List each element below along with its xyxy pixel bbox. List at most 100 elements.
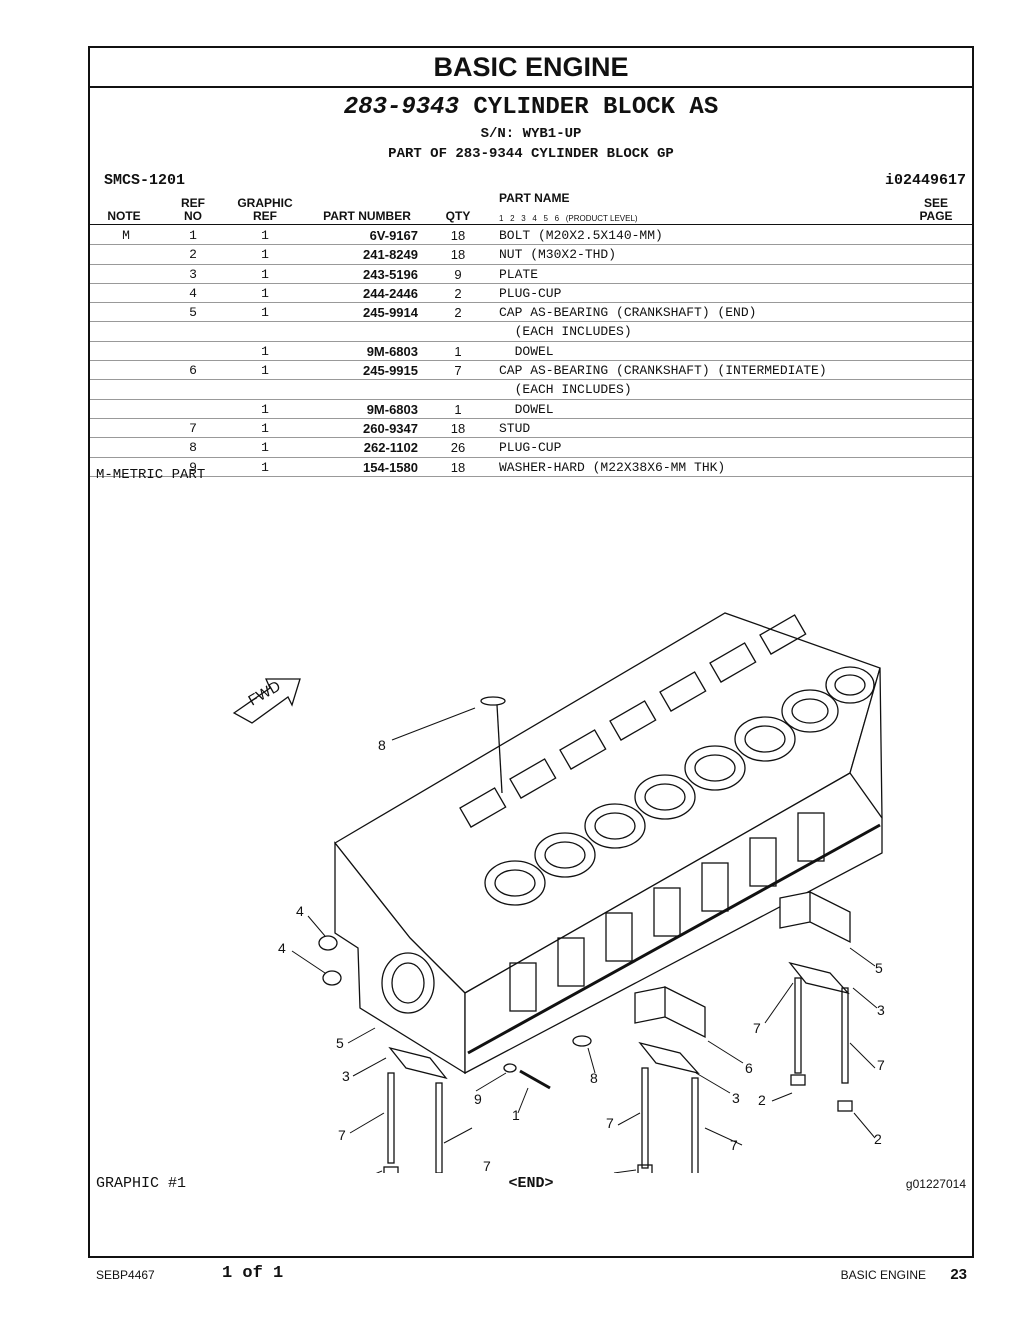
cell-qty: 18 — [450, 420, 466, 436]
cell-pn: 6V-9167 — [369, 228, 418, 243]
cell-gref: 1 — [261, 266, 269, 282]
cell-ref: 8 — [189, 440, 197, 456]
washer-icon — [503, 1063, 517, 1073]
cell-pn: 244-2446 — [363, 285, 418, 301]
assembly-header: 283-9343 CYLINDER BLOCK AS S/N: WYB1-UP … — [90, 88, 972, 223]
cell-name: PLUG-CUP — [499, 440, 562, 456]
cell-pn: 9M-6803 — [366, 401, 418, 417]
assembly-title: 283-9343 CYLINDER BLOCK AS — [90, 94, 972, 121]
cell-gref: 1 — [261, 305, 269, 321]
callout-7: 7 — [483, 1158, 491, 1173]
page-frame: BASIC ENGINE 283-9343 CYLINDER BLOCK AS … — [88, 46, 974, 1258]
cell-gref: 1 — [261, 401, 269, 417]
fwd-arrow-icon: FWD — [232, 678, 301, 724]
cell-qty: 2 — [454, 285, 462, 301]
graphic-id: g01227014 — [905, 1177, 966, 1191]
cell-ref: 3 — [189, 266, 197, 282]
callout-2: 2 — [874, 1131, 882, 1147]
cell-qty: 2 — [454, 305, 462, 321]
cell-pn: 154-1580 — [363, 459, 418, 475]
callout-4: 4 — [278, 940, 286, 956]
footer-doc-number: SEBP4467 — [96, 1268, 155, 1282]
callout-1: 1 — [512, 1107, 520, 1123]
col-qty: QTY — [445, 209, 471, 223]
cell-name: NUT (M30X2-THD) — [499, 247, 617, 263]
cell-qty: 18 — [450, 459, 466, 475]
cell-gref: 1 — [261, 285, 269, 301]
cup-plug-4b-icon — [322, 970, 342, 986]
cell-name: (EACH INCLUDES) — [499, 324, 632, 340]
cylinder-block-exploded-view: FWD — [232, 612, 885, 1173]
callout-2: 2 — [758, 1092, 766, 1108]
metric-note: M-METRIC PART — [96, 466, 206, 483]
cell-pn: 243-5196 — [363, 266, 418, 282]
cell-ref: 4 — [189, 285, 197, 301]
cell-note: M — [122, 228, 130, 243]
cell-gref: 1 — [261, 228, 269, 243]
assembly-name: CYLINDER BLOCK AS — [473, 94, 719, 121]
cell-name: WASHER-HARD (M22X38X6-MM THK) — [499, 459, 726, 475]
bearing-cap-end-icon — [779, 890, 851, 944]
cell-name: DOWEL — [499, 401, 554, 417]
callout-numbers: 8 4 4 5 3 7 2 7 2 9 1 8 7 2 6 3 7 2 3 5 — [278, 737, 885, 1173]
cell-name: BOLT (M20X2.5X140-MM) — [499, 228, 663, 243]
col-part-number: PART NUMBER — [323, 209, 411, 223]
header-divider — [90, 224, 972, 225]
callout-3: 3 — [732, 1090, 740, 1106]
cell-pn: 241-8249 — [363, 247, 418, 263]
upper-bank-bays — [459, 614, 807, 828]
callout-2: 2 — [600, 1171, 608, 1173]
col-part-name: PART NAME — [499, 191, 570, 205]
cup-plug-8-top-icon — [480, 696, 506, 706]
assembly-part-number: 283-9343 — [343, 94, 459, 121]
callout-3: 3 — [342, 1068, 350, 1084]
studs — [387, 977, 849, 1173]
cell-qty: 9 — [454, 266, 462, 282]
block-front-face — [334, 841, 466, 1075]
cell-gref: 1 — [261, 440, 269, 456]
info-id: i02449617 — [884, 172, 966, 189]
cell-name: CAP AS-BEARING (CRANKSHAFT) (END) — [499, 305, 757, 321]
end-marker: <END> — [508, 1175, 554, 1192]
callout-7: 7 — [877, 1057, 885, 1073]
cell-ref: 1 — [189, 228, 197, 243]
cell-ref: 6 — [189, 363, 197, 379]
cell-ref: 9 — [189, 459, 197, 475]
cell-name: CAP AS-BEARING (CRANKSHAFT) (INTERMEDIAT… — [499, 363, 827, 379]
cell-qty: 1 — [454, 343, 462, 359]
callout-3: 3 — [877, 1002, 885, 1018]
cup-plug-4a-icon — [318, 935, 338, 951]
cell-qty: 7 — [454, 363, 462, 379]
cell-gref: 1 — [261, 343, 269, 359]
callout-7: 7 — [730, 1137, 738, 1153]
plate-3-left-icon — [388, 1046, 448, 1080]
cell-gref: 1 — [261, 459, 269, 475]
cell-name: (EACH INCLUDES) — [499, 382, 632, 398]
callout-9: 9 — [474, 1091, 482, 1107]
cell-qty: 18 — [450, 247, 466, 263]
cell-gref: 1 — [261, 363, 269, 379]
part-of: PART OF 283-9344 CYLINDER BLOCK GP — [388, 146, 674, 162]
serial-range: S/N: WYB1-UP — [480, 126, 582, 142]
callout-7: 7 — [753, 1020, 761, 1036]
cylinder-bores — [484, 666, 875, 906]
cell-pn: 245-9915 — [363, 363, 418, 379]
cell-gref: 1 — [261, 420, 269, 436]
side-windows — [509, 812, 825, 1012]
cell-gref: 1 — [261, 247, 269, 263]
cell-name: STUD — [499, 420, 531, 436]
cell-ref: 5 — [189, 305, 197, 321]
bearing-cap-intermediate-icon — [634, 985, 706, 1039]
cell-qty: 26 — [450, 440, 466, 456]
col-note: NOTE — [107, 209, 141, 223]
